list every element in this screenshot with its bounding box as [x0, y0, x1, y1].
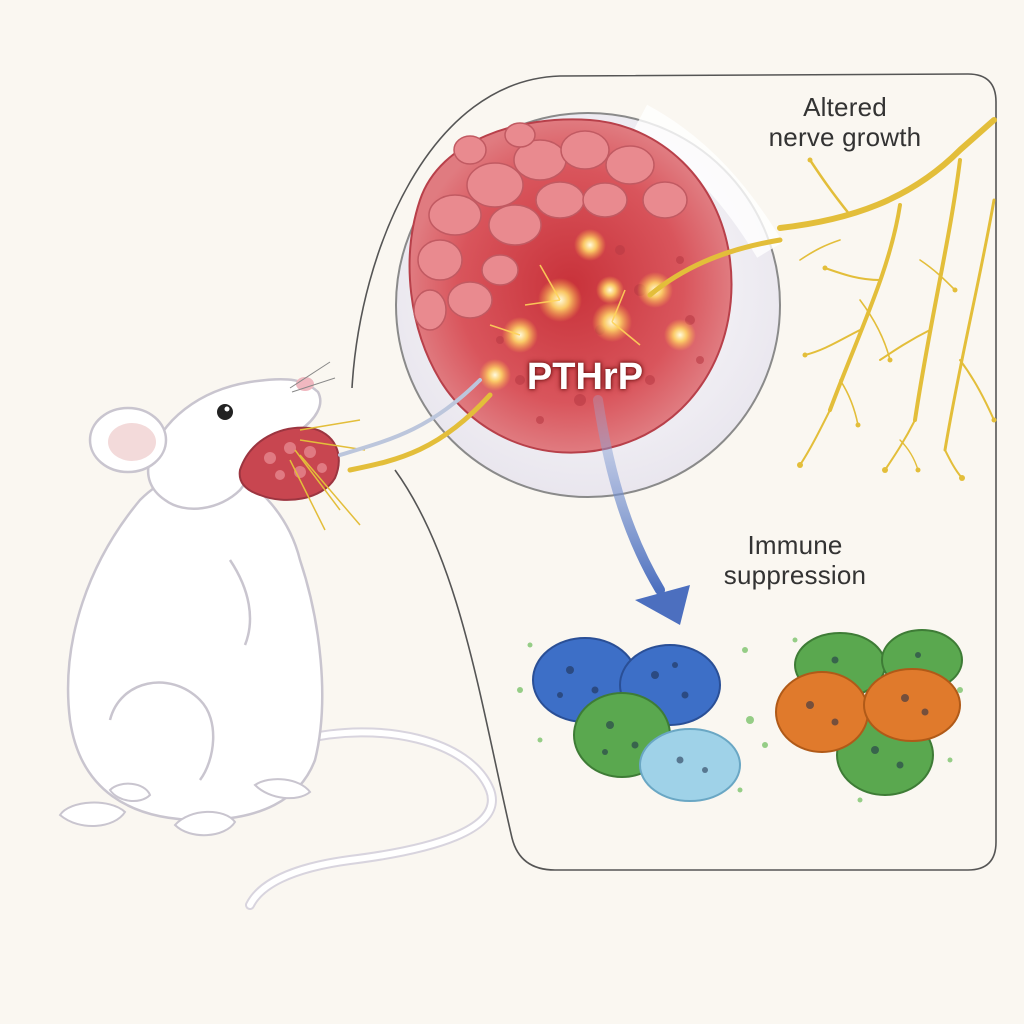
nerve-branches	[777, 117, 997, 479]
label-altered-nerve-growth: Altered nerve growth	[730, 92, 960, 152]
label-immune-line1: Immune	[747, 530, 843, 560]
callout-frame	[351, 73, 997, 871]
label-nerve-line2: nerve growth	[768, 122, 922, 152]
label-pthrp: PTHrP	[526, 356, 644, 398]
label-immune-suppression: Immune suppression	[700, 530, 890, 590]
tumor-closeup	[408, 118, 733, 454]
immune-cell-light-blue	[639, 728, 741, 802]
connector-strands	[338, 378, 493, 473]
immune-cell-green	[573, 629, 963, 796]
label-immune-line2: suppression	[723, 560, 867, 590]
downward-arrow	[593, 395, 690, 625]
mouse-illustration	[58, 361, 366, 837]
immune-cell-orange	[775, 668, 961, 753]
immune-cells	[517, 629, 963, 803]
label-nerve-line1: Altered	[803, 92, 887, 122]
